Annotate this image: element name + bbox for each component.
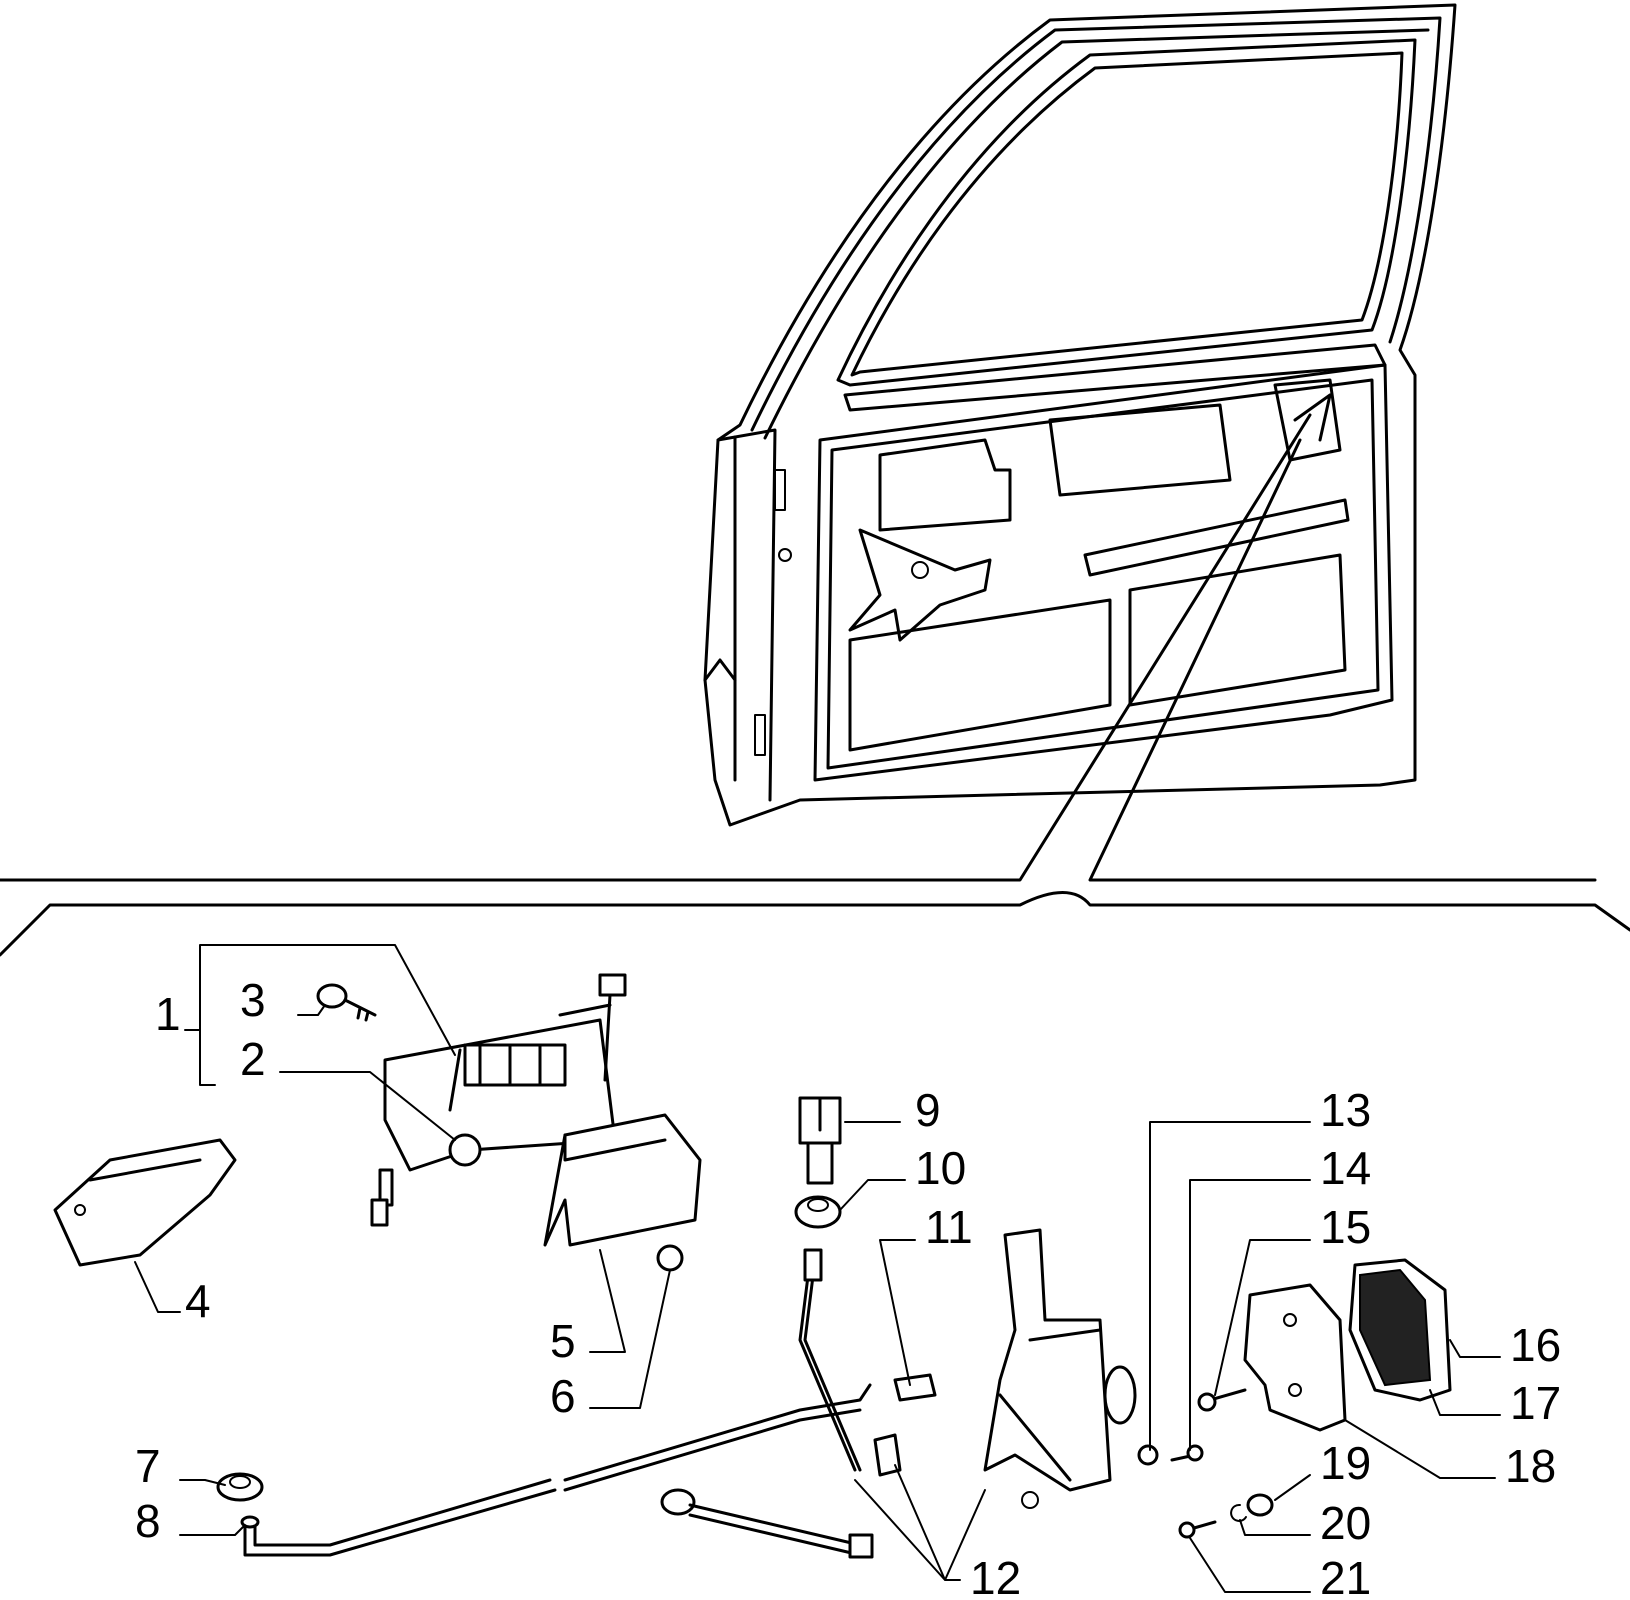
grommet-10 bbox=[794, 1195, 842, 1229]
callout-15: 15 bbox=[1320, 1201, 1371, 1253]
callout-21: 21 bbox=[1320, 1552, 1371, 1595]
leader-lines-door bbox=[0, 393, 1597, 882]
screw-21 bbox=[1178, 1520, 1217, 1539]
callout-11: 11 bbox=[925, 1201, 973, 1253]
section-separator bbox=[0, 891, 1630, 957]
callout-4: 4 bbox=[185, 1275, 211, 1327]
door-shell bbox=[703, 3, 1457, 827]
callout-17: 17 bbox=[1510, 1377, 1561, 1429]
callout-14: 14 bbox=[1320, 1142, 1371, 1194]
callout-10: 10 bbox=[915, 1142, 966, 1194]
callout-13: 13 bbox=[1320, 1084, 1371, 1136]
striker-plate-18 bbox=[1243, 1283, 1347, 1432]
callout-12: 12 bbox=[970, 1552, 1021, 1595]
callout-leaders bbox=[134, 944, 1501, 1593]
callout-20: 20 bbox=[1320, 1497, 1371, 1549]
callout-18: 18 bbox=[1505, 1440, 1556, 1492]
callout-1: 1 bbox=[155, 988, 181, 1040]
control-rods bbox=[240, 1248, 874, 1559]
outer-handle-mechanism bbox=[370, 973, 627, 1227]
callout-6: 6 bbox=[550, 1370, 576, 1422]
small-plug-13 bbox=[1137, 1444, 1159, 1466]
callout-19: 19 bbox=[1320, 1437, 1371, 1489]
washer-19 bbox=[1246, 1493, 1274, 1517]
callout-2: 2 bbox=[240, 1033, 266, 1085]
callout-3: 3 bbox=[240, 974, 266, 1026]
gasket-16-17 bbox=[1348, 1258, 1452, 1402]
clip-12 bbox=[873, 1433, 902, 1477]
washer-20 bbox=[1230, 1503, 1247, 1522]
callout-labels: 1 2 3 4 5 6 7 8 9 10 11 12 13 14 15 16 1… bbox=[135, 974, 1561, 1600]
callout-5: 5 bbox=[550, 1315, 576, 1367]
clip-11 bbox=[893, 1373, 937, 1402]
callout-16: 16 bbox=[1510, 1319, 1561, 1371]
screw-15 bbox=[1197, 1388, 1247, 1412]
grommet-7 bbox=[216, 1472, 264, 1502]
key-icon bbox=[316, 983, 377, 1022]
shield-plate bbox=[543, 1113, 702, 1247]
door-latch bbox=[983, 1228, 1137, 1509]
callout-7: 7 bbox=[135, 1440, 161, 1492]
callout-9: 9 bbox=[915, 1084, 941, 1136]
handle-cover bbox=[53, 1138, 237, 1267]
screw-14 bbox=[1170, 1444, 1204, 1462]
nut bbox=[656, 1244, 684, 1272]
callout-8: 8 bbox=[135, 1495, 161, 1547]
bushing-9 bbox=[798, 1096, 842, 1185]
